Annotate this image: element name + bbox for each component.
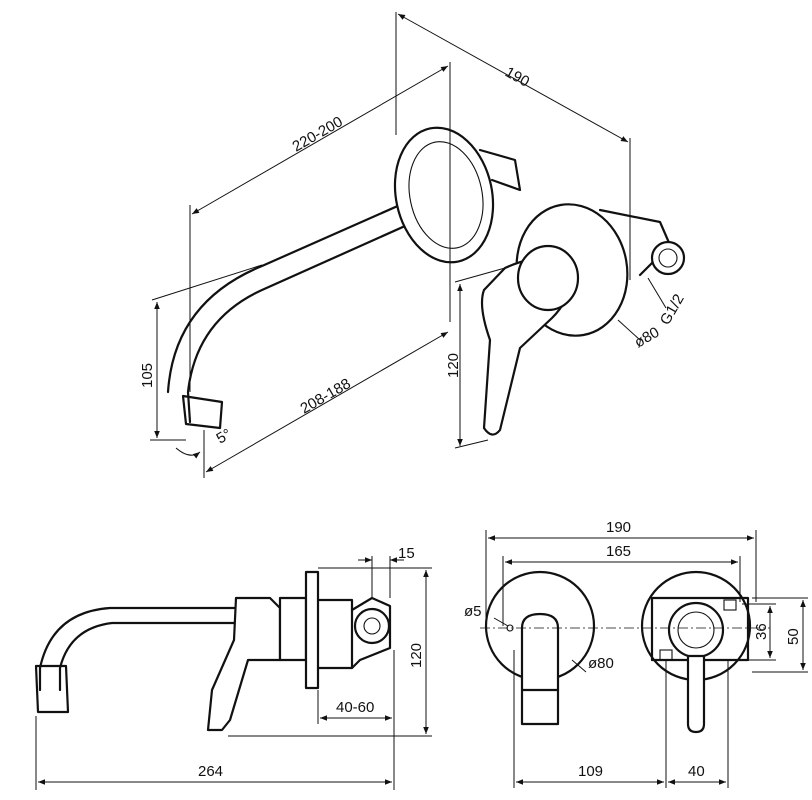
side-handle <box>206 596 282 732</box>
iso-handle-cap <box>516 244 580 312</box>
side-box <box>316 598 354 670</box>
dim-36: 36 <box>753 623 770 640</box>
dim-105: 105 <box>139 363 156 388</box>
side-plate <box>304 570 320 690</box>
side-spout-tip <box>34 664 70 714</box>
dim-165: 165 <box>606 543 631 560</box>
side-view: 15 120 40-60 264 <box>34 545 432 790</box>
dim-d80-iso: ø80 <box>632 324 663 352</box>
side-body <box>278 596 308 662</box>
dim-109: 109 <box>578 763 603 780</box>
front-handle <box>686 654 706 734</box>
iso-body <box>478 148 522 192</box>
dim-50: 50 <box>785 628 802 645</box>
front-view: 190 165 ø5 ø80 36 50 109 40 <box>464 519 808 788</box>
dim-thread: G1/2 <box>657 291 688 328</box>
iso-thread-port <box>650 240 686 276</box>
isometric-view: 190 220-200 208-188 105 5° 120 ø80 G1/2 <box>139 12 688 478</box>
dim-220-200: 220-200 <box>290 113 346 155</box>
front-spout <box>520 612 560 726</box>
dim-40-60: 40-60 <box>336 699 374 716</box>
dim-d5: ø5 <box>464 603 482 620</box>
dim-208-188: 208-188 <box>298 375 354 417</box>
dim-120-iso: 120 <box>445 353 462 378</box>
iso-spout <box>166 180 454 424</box>
dim-angle: 5° <box>214 426 235 448</box>
dim-d80-front: ø80 <box>588 655 614 672</box>
dim-264: 264 <box>198 763 223 780</box>
side-port <box>353 607 391 645</box>
dim-40: 40 <box>688 763 705 780</box>
dim-15: 15 <box>398 545 415 562</box>
side-spout <box>38 606 238 692</box>
dim-120-side: 120 <box>408 643 425 668</box>
dim-190-front: 190 <box>606 519 631 536</box>
front-cartridge <box>667 601 725 659</box>
